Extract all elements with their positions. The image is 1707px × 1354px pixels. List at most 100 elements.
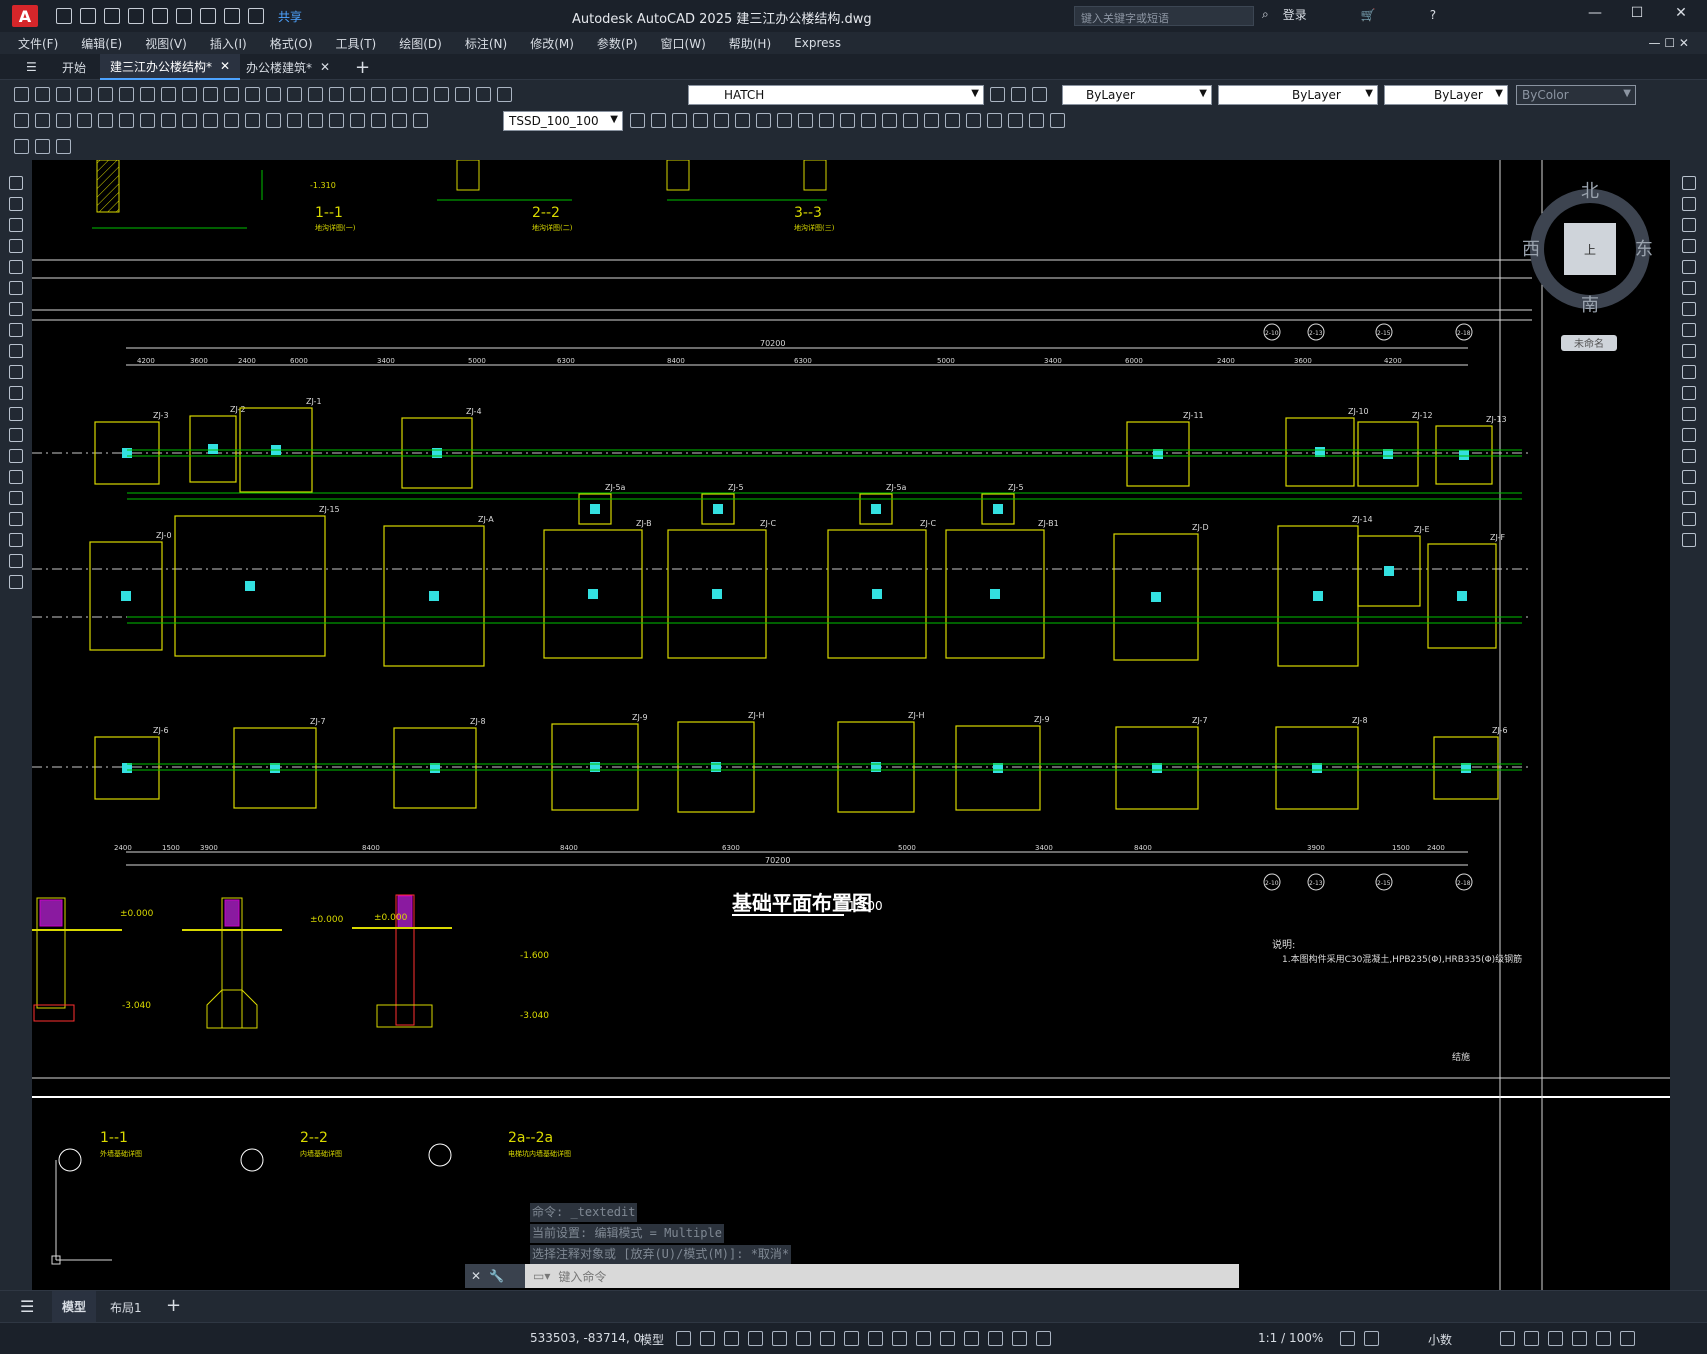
close-button[interactable]: ✕ — [1675, 5, 1687, 21]
wedge-icon[interactable] — [672, 113, 687, 128]
footing-outline[interactable] — [837, 721, 915, 813]
hardware-accel-icon[interactable] — [1572, 1331, 1587, 1346]
compass-east[interactable]: 东 — [1635, 239, 1653, 260]
center-mark-icon[interactable] — [308, 113, 323, 128]
coordinates-readout[interactable]: 533503, -83714, 0 — [530, 1331, 642, 1345]
offset-icon[interactable] — [1681, 239, 1696, 253]
menu-insert[interactable]: 插入(I) — [209, 36, 247, 51]
clean-screen-icon[interactable] — [1596, 1331, 1611, 1346]
layer-state-icon[interactable] — [497, 87, 512, 102]
column[interactable] — [1151, 592, 1161, 602]
menu-parametric[interactable]: 参数(P) — [596, 36, 638, 51]
tab-start[interactable]: 开始 — [62, 60, 87, 75]
pyramid-icon[interactable] — [777, 113, 792, 128]
spline-icon[interactable] — [9, 344, 23, 358]
selection-filter-icon[interactable] — [964, 1331, 979, 1346]
footing-outline[interactable] — [955, 725, 1041, 811]
column[interactable] — [1153, 449, 1163, 459]
menu-format[interactable]: 格式(O) — [269, 36, 313, 51]
transparency-icon[interactable] — [868, 1331, 883, 1346]
viewcube-top-face[interactable]: 上 — [1564, 223, 1616, 275]
footing-outline[interactable] — [401, 417, 473, 489]
lineweight-icon[interactable] — [844, 1331, 859, 1346]
ucs-menu[interactable]: 未命名 — [1561, 335, 1617, 351]
column[interactable] — [711, 762, 721, 772]
redo-icon[interactable] — [245, 87, 260, 102]
point-icon[interactable] — [9, 449, 23, 463]
tab-structure-drawing[interactable]: 建三江办公楼结构*✕ — [100, 54, 241, 80]
ellipse-arc-icon[interactable] — [9, 386, 23, 400]
ortho-icon[interactable] — [724, 1331, 739, 1346]
layer-manager-icon[interactable] — [476, 87, 491, 102]
add-layout-button[interactable]: + — [166, 1295, 182, 1316]
plotstyle-dropdown[interactable]: ByColor▼ — [1516, 85, 1636, 105]
box-icon[interactable] — [651, 113, 666, 128]
explode-icon[interactable] — [1681, 533, 1696, 547]
3d-move-icon[interactable] — [1029, 113, 1044, 128]
footing-outline[interactable] — [677, 721, 755, 813]
mtext-icon[interactable] — [9, 554, 23, 568]
save-web-icon[interactable] — [176, 8, 192, 24]
column[interactable] — [208, 444, 218, 454]
dimstyle-manager-icon[interactable] — [630, 113, 645, 128]
dim-text-edit-icon[interactable] — [392, 113, 407, 128]
union-icon[interactable] — [882, 113, 897, 128]
tolerance-icon[interactable] — [287, 113, 302, 128]
column[interactable] — [871, 504, 881, 514]
hatch-icon[interactable] — [9, 470, 23, 484]
make-block-icon[interactable] — [9, 428, 23, 442]
column[interactable] — [432, 448, 442, 458]
loft-icon[interactable] — [861, 113, 876, 128]
column[interactable] — [430, 763, 440, 773]
tool-palette-icon[interactable] — [392, 87, 407, 102]
command-input[interactable]: ▭▾ 键入命令 — [525, 1264, 1239, 1288]
zoom-window-icon[interactable] — [308, 87, 323, 102]
color-dropdown[interactable]: ByLayer▼ — [1062, 85, 1212, 105]
tab-layout1[interactable]: 布局1 — [110, 1301, 142, 1315]
command-prompt-icon[interactable]: ▭▾ — [533, 1269, 551, 1283]
menu-draw[interactable]: 绘图(D) — [399, 36, 442, 51]
footing-outline[interactable] — [1113, 533, 1199, 661]
linetype-dropdown[interactable]: ByLayer▼ — [1218, 85, 1378, 105]
layer-previous-icon[interactable] — [1011, 87, 1026, 102]
ellipse-icon[interactable] — [9, 365, 23, 379]
footing-outline[interactable] — [827, 529, 927, 659]
footing-outline[interactable] — [1433, 736, 1499, 800]
3d-rotate-icon[interactable] — [1050, 113, 1065, 128]
compass-south[interactable]: 南 — [1581, 295, 1599, 316]
preview-icon[interactable] — [98, 87, 113, 102]
table-icon[interactable] — [9, 533, 23, 547]
maximize-button[interactable]: ☐ — [1630, 5, 1644, 21]
save-icon[interactable] — [56, 87, 71, 102]
footing-outline[interactable] — [1285, 417, 1355, 487]
line-icon[interactable] — [9, 176, 23, 190]
fillet-icon[interactable] — [1681, 491, 1696, 505]
join-icon[interactable] — [1681, 449, 1696, 463]
osnap-icon[interactable] — [820, 1331, 835, 1346]
dim-update-icon[interactable] — [413, 113, 428, 128]
dynamic-ucs-icon[interactable] — [940, 1331, 955, 1346]
cone-icon[interactable] — [693, 113, 708, 128]
footing-outline[interactable] — [701, 493, 735, 525]
quick-properties-icon[interactable] — [1500, 1331, 1515, 1346]
sphere-icon[interactable] — [714, 113, 729, 128]
extend-icon[interactable] — [1681, 386, 1696, 400]
publish-icon[interactable] — [119, 87, 134, 102]
shell-icon[interactable] — [1008, 113, 1023, 128]
isodraft-icon[interactable] — [772, 1331, 787, 1346]
menu-edit[interactable]: 编辑(E) — [81, 36, 123, 51]
column[interactable] — [1313, 591, 1323, 601]
close-icon[interactable]: ✕ — [220, 59, 231, 73]
open-icon[interactable] — [35, 87, 50, 102]
snap-icon[interactable] — [700, 1331, 715, 1346]
add-icon[interactable] — [1364, 1331, 1379, 1346]
footing-outline[interactable] — [1115, 726, 1199, 810]
column[interactable] — [590, 762, 600, 772]
gradient-icon[interactable] — [9, 491, 23, 505]
rotate-icon[interactable] — [1681, 302, 1696, 316]
footing-outline[interactable] — [667, 529, 767, 659]
erase-icon[interactable] — [1681, 176, 1696, 190]
cut-icon[interactable] — [140, 87, 155, 102]
column[interactable] — [122, 763, 132, 773]
